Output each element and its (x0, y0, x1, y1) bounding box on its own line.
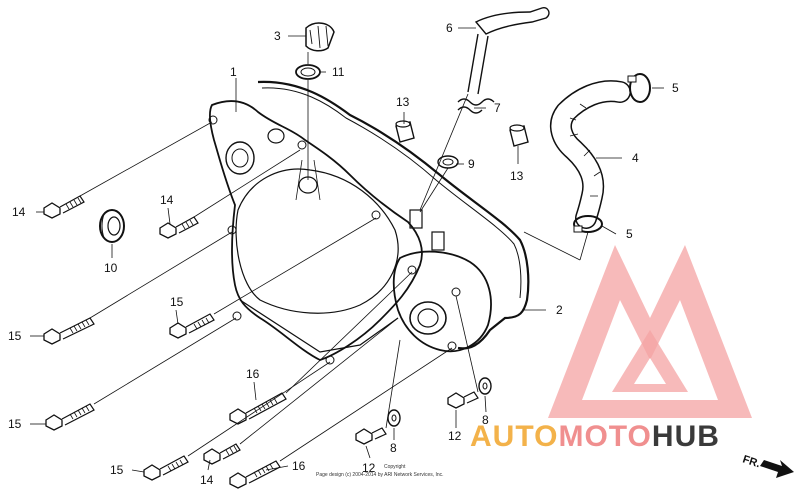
callout-label: 15 (170, 295, 184, 309)
filler-cap-part (295, 22, 335, 80)
bolts (43, 195, 492, 489)
clutch-cover-part (208, 100, 445, 365)
copyright: Copyright Page design (c) 2004-2014 by A… (316, 464, 444, 478)
callout-label: 15 (110, 463, 124, 477)
water-pump-housing (392, 250, 492, 353)
bolt-14c (203, 443, 241, 465)
callout-label: 11 (332, 65, 345, 79)
watermark-logo (548, 245, 752, 418)
callout-label: 14 (160, 193, 174, 207)
bolt-14b (159, 216, 199, 239)
dowel-pins (395, 120, 529, 147)
brand-hub: HUB (652, 420, 720, 453)
callout-label: 9 (468, 157, 475, 171)
bolt-15d (143, 455, 189, 481)
gasket-part (257, 80, 530, 350)
bolt-15a (43, 317, 95, 345)
bolt-14a (43, 195, 85, 219)
bolt-12b (355, 427, 387, 445)
front-direction-indicator: FR. (741, 453, 794, 478)
callout-label: 16 (246, 367, 260, 381)
callout-label: 14 (12, 205, 26, 219)
callout-label: 4 (632, 151, 639, 165)
direction-label: FR. (741, 453, 762, 470)
callout-label: 1 (230, 65, 237, 79)
brand-auto: AUTO (470, 420, 558, 453)
leader-lines (30, 27, 664, 473)
bolt-16b (229, 460, 281, 489)
bolt-16a (229, 392, 287, 425)
copyright-line-2: Page design (c) 2004-2014 by ARI Network… (316, 472, 444, 478)
watermark-text: AUTOMOTOHUB (470, 420, 720, 453)
callout-label: 15 (8, 417, 22, 431)
callout-label: 15 (8, 329, 22, 343)
bolt-15c (45, 403, 95, 431)
callout-label: 8 (390, 441, 397, 455)
callout-label: 8 (482, 413, 489, 427)
callout-label: 5 (672, 81, 679, 95)
callout-label: 5 (626, 227, 633, 241)
copyright-line-1: Copyright (384, 464, 406, 470)
arrow-right-icon (760, 460, 794, 478)
brand-moto: MOTO (558, 420, 651, 453)
oil-seal-part (99, 209, 125, 243)
callout-label: 12 (448, 429, 462, 443)
part-labels: 1 2 3 4 5 5 6 7 8 8 9 10 11 12 12 13 13 … (8, 21, 679, 487)
callout-label: 13 (510, 169, 524, 183)
callout-label: 16 (292, 459, 306, 473)
bolt-15b (169, 313, 215, 339)
callout-label: 13 (396, 95, 410, 109)
callout-label: 7 (494, 101, 501, 115)
hose-part (550, 73, 651, 233)
callout-label: 3 (274, 29, 281, 43)
callout-label: 2 (556, 303, 563, 317)
callout-label: 14 (200, 473, 214, 487)
bolt-12a (447, 391, 479, 409)
lever-part (437, 6, 550, 169)
callout-label: 6 (446, 21, 453, 35)
callout-label: 10 (104, 261, 118, 275)
svg-text:AUTOMOTOHUB: AUTOMOTOHUB (470, 420, 720, 453)
callout-label: 12 (362, 461, 376, 475)
